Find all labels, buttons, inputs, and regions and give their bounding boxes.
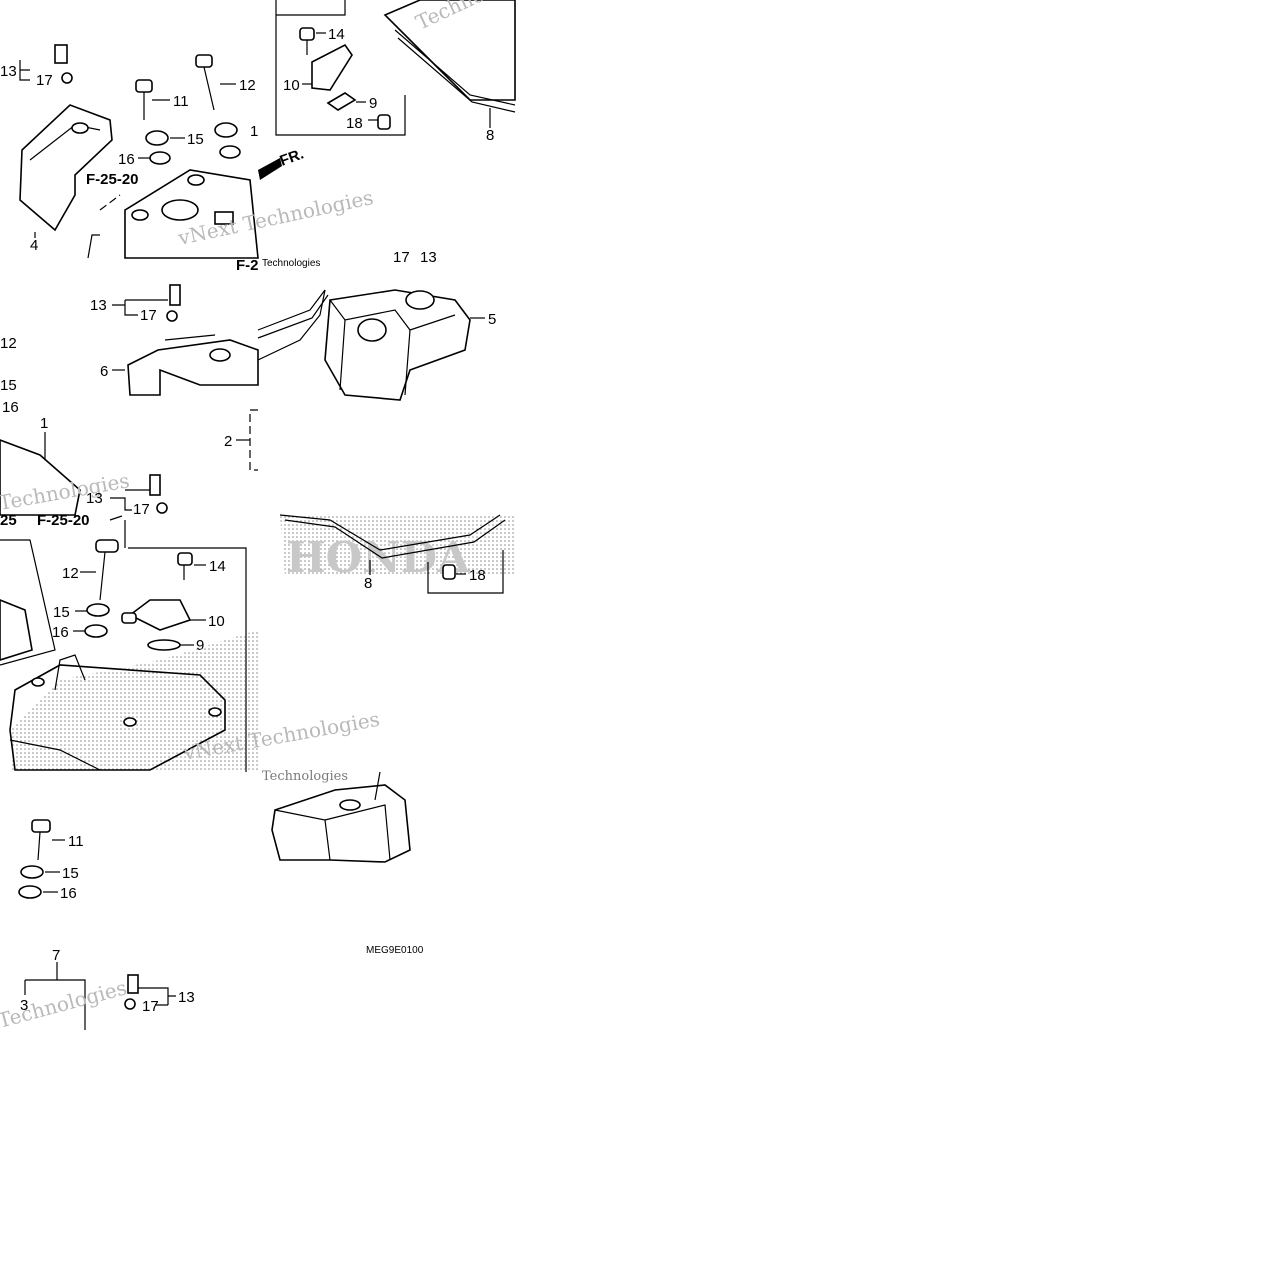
part-10-breather <box>311 43 353 91</box>
callout-6: 6 <box>100 363 108 380</box>
callout-17d: 17 <box>393 249 410 266</box>
callout-7: 7 <box>52 947 60 964</box>
callout-12: 12 <box>239 77 256 94</box>
callout-17e: 17 <box>142 998 159 1015</box>
callout-4: 4 <box>30 237 38 254</box>
callout-15e: 1 <box>250 123 258 140</box>
reference-label-mid: F-25-20 <box>37 512 90 529</box>
callout-15: 15 <box>187 131 204 148</box>
callout-14b: 14 <box>209 558 226 575</box>
callout-3: 3 <box>20 997 28 1014</box>
callout-15c: 15 <box>53 604 70 621</box>
callout-15b: 15 <box>0 377 17 394</box>
watermark-technologies-top: Technologies <box>262 258 320 269</box>
tile-bottom-left: 11 15 16 7 3 Technologies 13 17 <box>0 819 195 1033</box>
part-5-cover <box>324 289 471 401</box>
callout-8: 8 <box>486 127 494 144</box>
callout-9b: 9 <box>196 637 204 654</box>
callout-8b: 8 <box>364 575 372 592</box>
callout-12b: 12 <box>0 335 17 352</box>
callout-9: 9 <box>369 95 377 112</box>
tile-lower-right: HONDA 8 18 <box>279 514 515 594</box>
watermark-technologies-small: Technologies <box>262 769 348 784</box>
callout-10b: 10 <box>208 613 225 630</box>
callout-15d: 15 <box>62 865 79 882</box>
callout-13e: 13 <box>178 989 195 1006</box>
part-cover-bottom <box>271 784 411 863</box>
callout-13: 13 <box>0 63 17 80</box>
drawing-code: MEG9E0100 <box>366 945 424 956</box>
reference-label-cut: F-2 <box>236 257 259 274</box>
callout-11: 11 <box>173 93 189 110</box>
part-6-bracket <box>127 339 259 396</box>
callout-16d: 16 <box>60 885 77 902</box>
part-4-cover <box>19 104 113 232</box>
watermark-technologies-bottom: Technologies <box>0 975 129 1032</box>
callout-12c: 12 <box>62 565 79 582</box>
bolt-13 <box>54 44 68 64</box>
callout-16c: 16 <box>52 624 69 641</box>
callout-1: 1 <box>40 415 48 432</box>
callout-17c: 17 <box>133 501 150 518</box>
callout-17: 17 <box>36 72 53 89</box>
callout-18: 18 <box>346 115 363 132</box>
callout-13c: 13 <box>86 490 103 507</box>
callout-16: 16 <box>118 151 135 168</box>
front-marker: FR. <box>278 146 307 170</box>
tile-middle-right: 5 17 13 Technologies <box>257 249 496 401</box>
watermark-honda: HONDA <box>286 533 471 582</box>
callout-2: 2 <box>224 433 232 450</box>
callout-13b: 13 <box>90 297 107 314</box>
tile-top-left: 4 13 17 11 12 15 16 1 F-25-20 <box>0 44 375 274</box>
callout-18b: 18 <box>469 567 486 584</box>
callout-5: 5 <box>488 311 496 328</box>
callout-14: 14 <box>328 26 345 43</box>
callout-16b: 16 <box>2 399 19 416</box>
callout-13d: 13 <box>420 249 437 266</box>
reference-label: F-25-20 <box>86 171 139 188</box>
callout-10: 10 <box>283 77 300 94</box>
tile-bottom-right: Technologies MEG9E0100 <box>262 769 424 956</box>
front-arrow: FR. <box>258 146 306 180</box>
tile-middle-left: 13 17 6 15 16 1 Technologies 13 17 F-25-… <box>0 284 259 529</box>
callout-17b: 17 <box>140 307 157 324</box>
tile-top-right: 14 10 9 18 8 Technologies <box>275 0 542 144</box>
reference-label-partial: 25 <box>0 512 17 529</box>
callout-11c: 11 <box>68 833 84 850</box>
